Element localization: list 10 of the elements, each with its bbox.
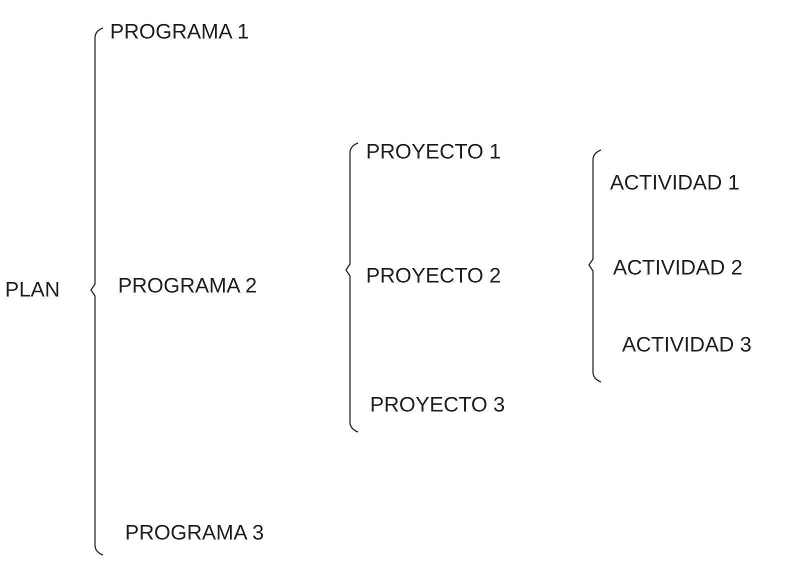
label-text: ACTIVIDAD 2 bbox=[613, 258, 743, 278]
label-text: PROGRAMA 2 bbox=[118, 276, 257, 296]
label-text: PROYECTO 3 bbox=[370, 394, 505, 416]
label-text: PROYECTO 1 bbox=[366, 142, 501, 162]
label-text: PROGRAMA 3 bbox=[125, 522, 264, 544]
label-text: ACTIVIDAD 3 bbox=[622, 334, 752, 356]
label-text: PROGRAMA 1 bbox=[110, 22, 249, 42]
label-text: PROYECTO 2 bbox=[366, 266, 501, 286]
label-text: ACTIVIDAD 1 bbox=[610, 172, 740, 194]
label-text: PLAN bbox=[5, 280, 60, 300]
